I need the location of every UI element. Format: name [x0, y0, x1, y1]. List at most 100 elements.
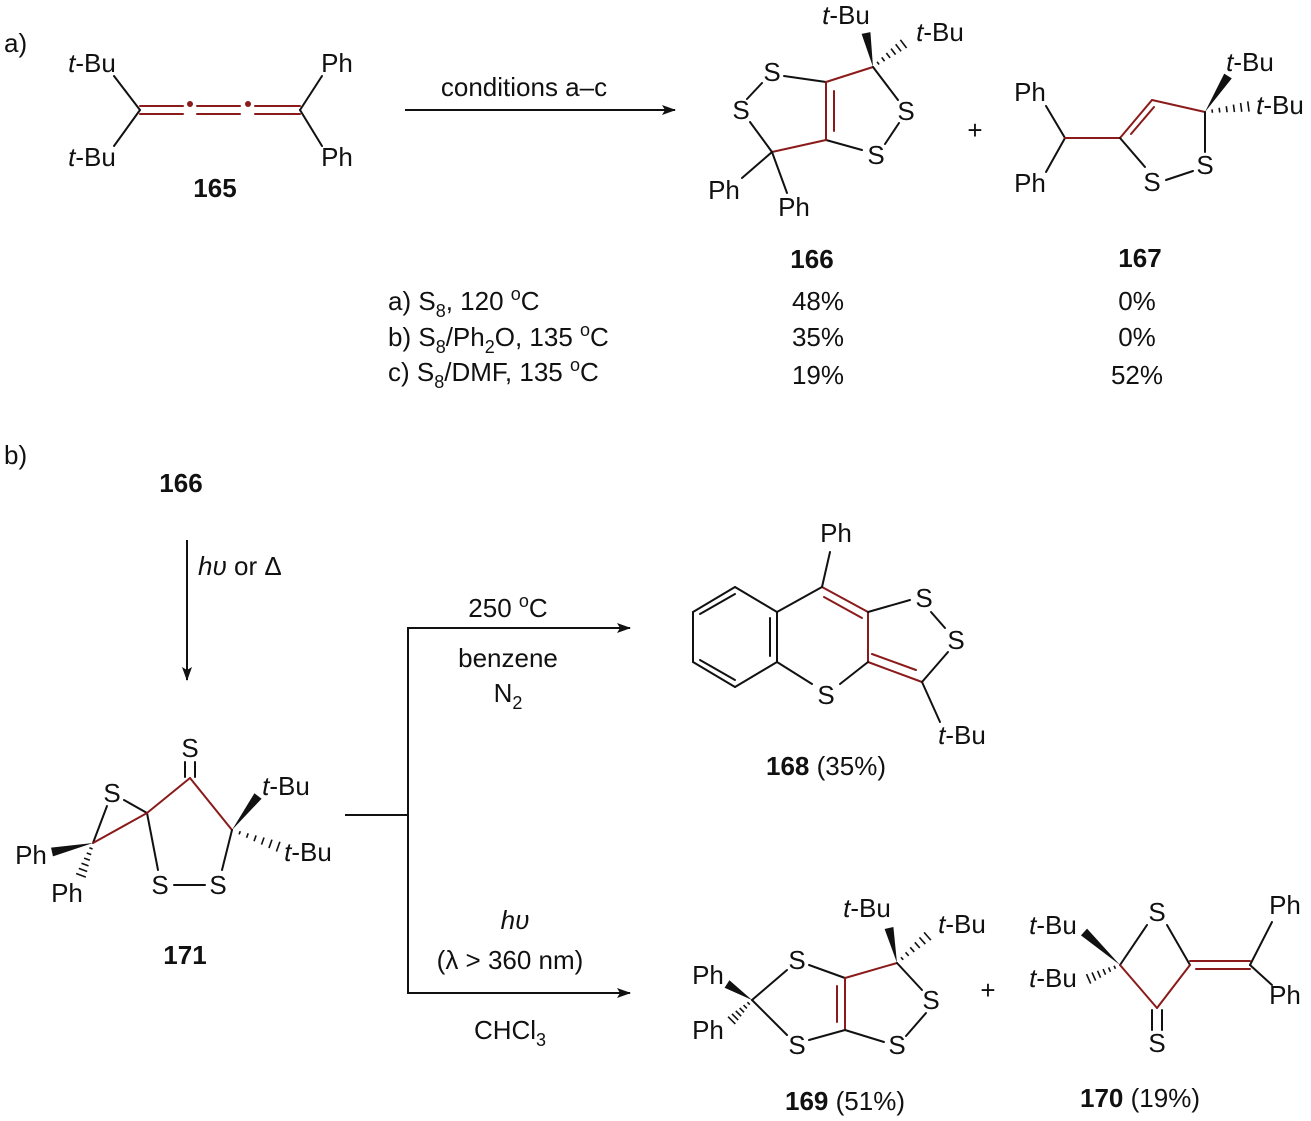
compound-label: 170 (19%)	[1080, 1083, 1200, 1113]
wedge-bond	[1205, 73, 1232, 112]
compound-number: 166	[159, 468, 202, 498]
s-atom: S	[947, 625, 964, 655]
hash-bond	[1232, 104, 1236, 113]
hash-bond	[900, 956, 904, 961]
bond	[1165, 170, 1194, 181]
bond	[92, 805, 108, 844]
compound-166: S S S S Ph Ph t-Bu t-Bu 166	[708, 0, 964, 274]
bond	[751, 999, 788, 1036]
bond	[746, 82, 763, 100]
path2-light: hυ	[501, 905, 530, 935]
bond	[734, 661, 778, 688]
s-atom: S	[181, 733, 198, 763]
tbu-label: t-Bu	[1029, 910, 1077, 940]
hash-bond	[1096, 970, 1102, 979]
bond	[905, 1012, 927, 1037]
hash-bond	[895, 43, 902, 52]
radical-dot	[187, 101, 193, 107]
condition-row-a: a) S8, 120 oC	[388, 284, 540, 321]
compound-number: 166	[790, 244, 833, 274]
tbu-label: t-Bu	[262, 771, 310, 801]
hash-bond	[746, 1001, 751, 1006]
hash-bond	[739, 1007, 745, 1013]
hash-bond	[727, 1016, 736, 1025]
hash-bond	[1113, 965, 1117, 970]
bond	[741, 151, 773, 179]
tbu-label: t-Bu	[822, 0, 870, 30]
hash-bond	[881, 56, 886, 62]
hash-bond	[81, 862, 89, 867]
bond	[1045, 137, 1066, 173]
hash-bond	[78, 867, 88, 873]
ph-label: Ph	[15, 840, 47, 870]
compound-number: 167	[1118, 243, 1161, 273]
yield-166-b: 35%	[792, 322, 844, 352]
bond	[844, 1029, 885, 1043]
bond	[808, 1029, 846, 1041]
bond	[692, 586, 736, 613]
hash-bond	[735, 1010, 742, 1017]
path1-solvent: benzene	[458, 643, 558, 673]
yield-167-b: 0%	[1118, 322, 1156, 352]
part-b-label: b)	[4, 440, 27, 470]
bond	[1119, 99, 1153, 139]
bond	[821, 551, 831, 588]
s-atom: S	[151, 870, 168, 900]
s-atom: S	[1148, 897, 1165, 927]
hash-bond	[83, 857, 91, 861]
bond	[776, 586, 823, 613]
conditions-table: a) S8, 120 oC 48% 0% b) S8/Ph2O, 135 oC …	[388, 284, 1163, 392]
s-atom: S	[788, 945, 805, 975]
hash-bond	[1239, 102, 1243, 112]
s-atom: S	[915, 583, 932, 613]
s-atom: S	[732, 95, 749, 125]
compound-label: 169 (51%)	[785, 1086, 905, 1116]
hash-bond	[245, 833, 249, 839]
hash-bond	[86, 852, 92, 856]
hash-bond	[75, 872, 87, 878]
tbu-label: t-Bu	[916, 17, 964, 47]
path1-temperature: 250 oC	[468, 591, 547, 623]
bond	[771, 151, 788, 194]
ph-label: Ph	[1014, 77, 1046, 107]
tbu-label: t-Bu	[68, 142, 116, 172]
hash-bond	[1091, 972, 1097, 981]
bond	[867, 599, 911, 613]
hash-bond	[731, 1013, 739, 1021]
bond	[749, 121, 773, 153]
ph-label: Ph	[778, 192, 810, 222]
branch-arrows	[345, 623, 631, 998]
yield-166-a: 48%	[792, 286, 844, 316]
path2-solvent: CHCl3	[474, 1015, 546, 1050]
hash-bond	[899, 39, 908, 49]
bond	[921, 651, 949, 683]
ph-label: Ph	[692, 1015, 724, 1045]
ph-label: Ph	[321, 48, 353, 78]
s-atom: S	[817, 680, 834, 710]
wedge-bond	[724, 980, 752, 1000]
bond	[1249, 964, 1273, 986]
ph-label: Ph	[820, 518, 852, 548]
s-atom: S	[103, 778, 120, 808]
bond	[839, 661, 869, 685]
condition-row-b: b) S8/Ph2O, 135 oC	[388, 320, 609, 357]
bond	[1156, 964, 1191, 1009]
ph-label: Ph	[708, 175, 740, 205]
bond	[771, 139, 827, 153]
bond	[930, 611, 946, 629]
compound-number: 171	[163, 940, 206, 970]
compound-169: Ph Ph S S S S t-Bu t-Bu 169 (51%)	[692, 893, 986, 1116]
hash-bond	[275, 841, 281, 852]
bond	[825, 66, 874, 83]
hash-bond	[1218, 107, 1221, 113]
bond	[884, 122, 900, 145]
hash-bond	[253, 835, 257, 842]
bond	[692, 661, 736, 688]
compound-171: S S S S Ph Ph t-Bu t-Bu 171	[15, 733, 332, 970]
s-atom: S	[922, 985, 939, 1015]
compound-number: 165	[193, 173, 236, 203]
bond	[1130, 106, 1155, 135]
path2-wavelength: (λ > 360 nm)	[437, 945, 584, 975]
yield-167-a: 0%	[1118, 286, 1156, 316]
compound-170: S S Ph Ph t-Bu t-Bu 170 (19%)	[1029, 890, 1301, 1113]
